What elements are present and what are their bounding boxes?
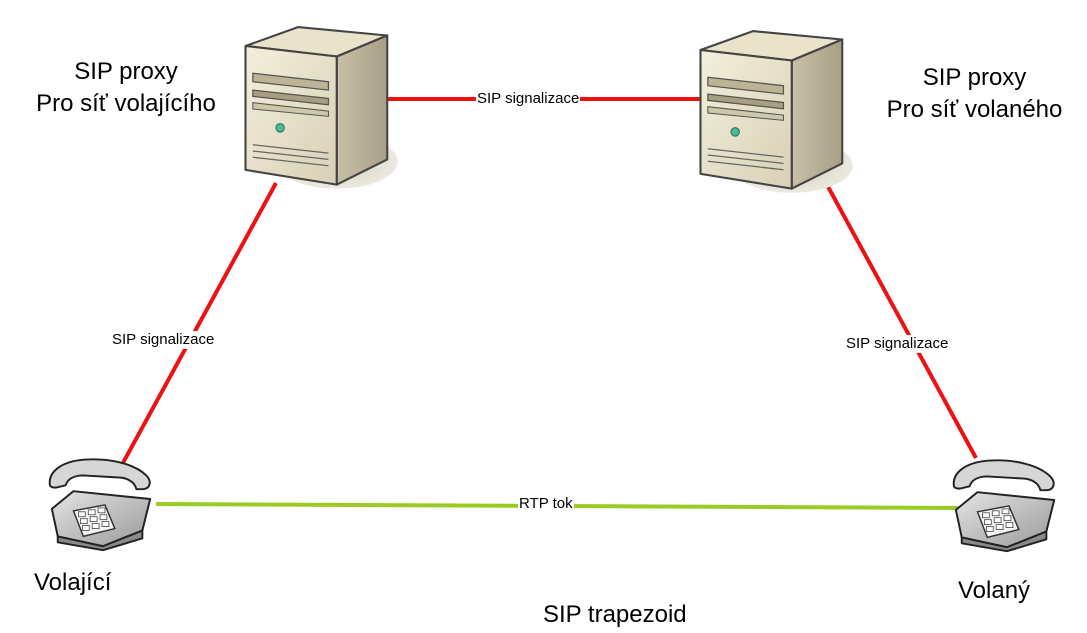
link-label-callee-to-proxy: SIP signalizace	[845, 335, 950, 353]
link-label-caller-to-proxy: SIP signalizace	[111, 331, 216, 349]
proxy-callee-server-icon	[699, 30, 854, 194]
caller-label: Volající	[34, 569, 112, 596]
diagram-caption: SIP trapezoid	[543, 601, 687, 628]
link-caller-to-proxy	[116, 182, 278, 473]
proxy-caller-line2: Pro síť volajícího	[36, 90, 216, 117]
link-label-proxy-to-proxy: SIP signalizace	[476, 90, 581, 108]
proxy-callee-title: SIP proxy Pro síť volaného	[862, 62, 1087, 126]
callee-label: Volaný	[958, 577, 1031, 604]
proxy-caller-title: SIP proxy Pro síť volajícího	[6, 56, 246, 120]
proxy-callee-line1: SIP proxy	[922, 64, 1027, 91]
link-callee-to-proxy	[824, 182, 978, 459]
proxy-callee-line2: Pro síť volaného	[886, 96, 1063, 123]
link-label-rtp-media: RTP tok	[518, 495, 574, 513]
proxy-caller-server-icon	[244, 26, 398, 190]
caller-telephone-icon	[48, 458, 152, 552]
proxy-caller-line1: SIP proxy	[74, 58, 178, 85]
callee-telephone-icon	[952, 459, 1056, 553]
